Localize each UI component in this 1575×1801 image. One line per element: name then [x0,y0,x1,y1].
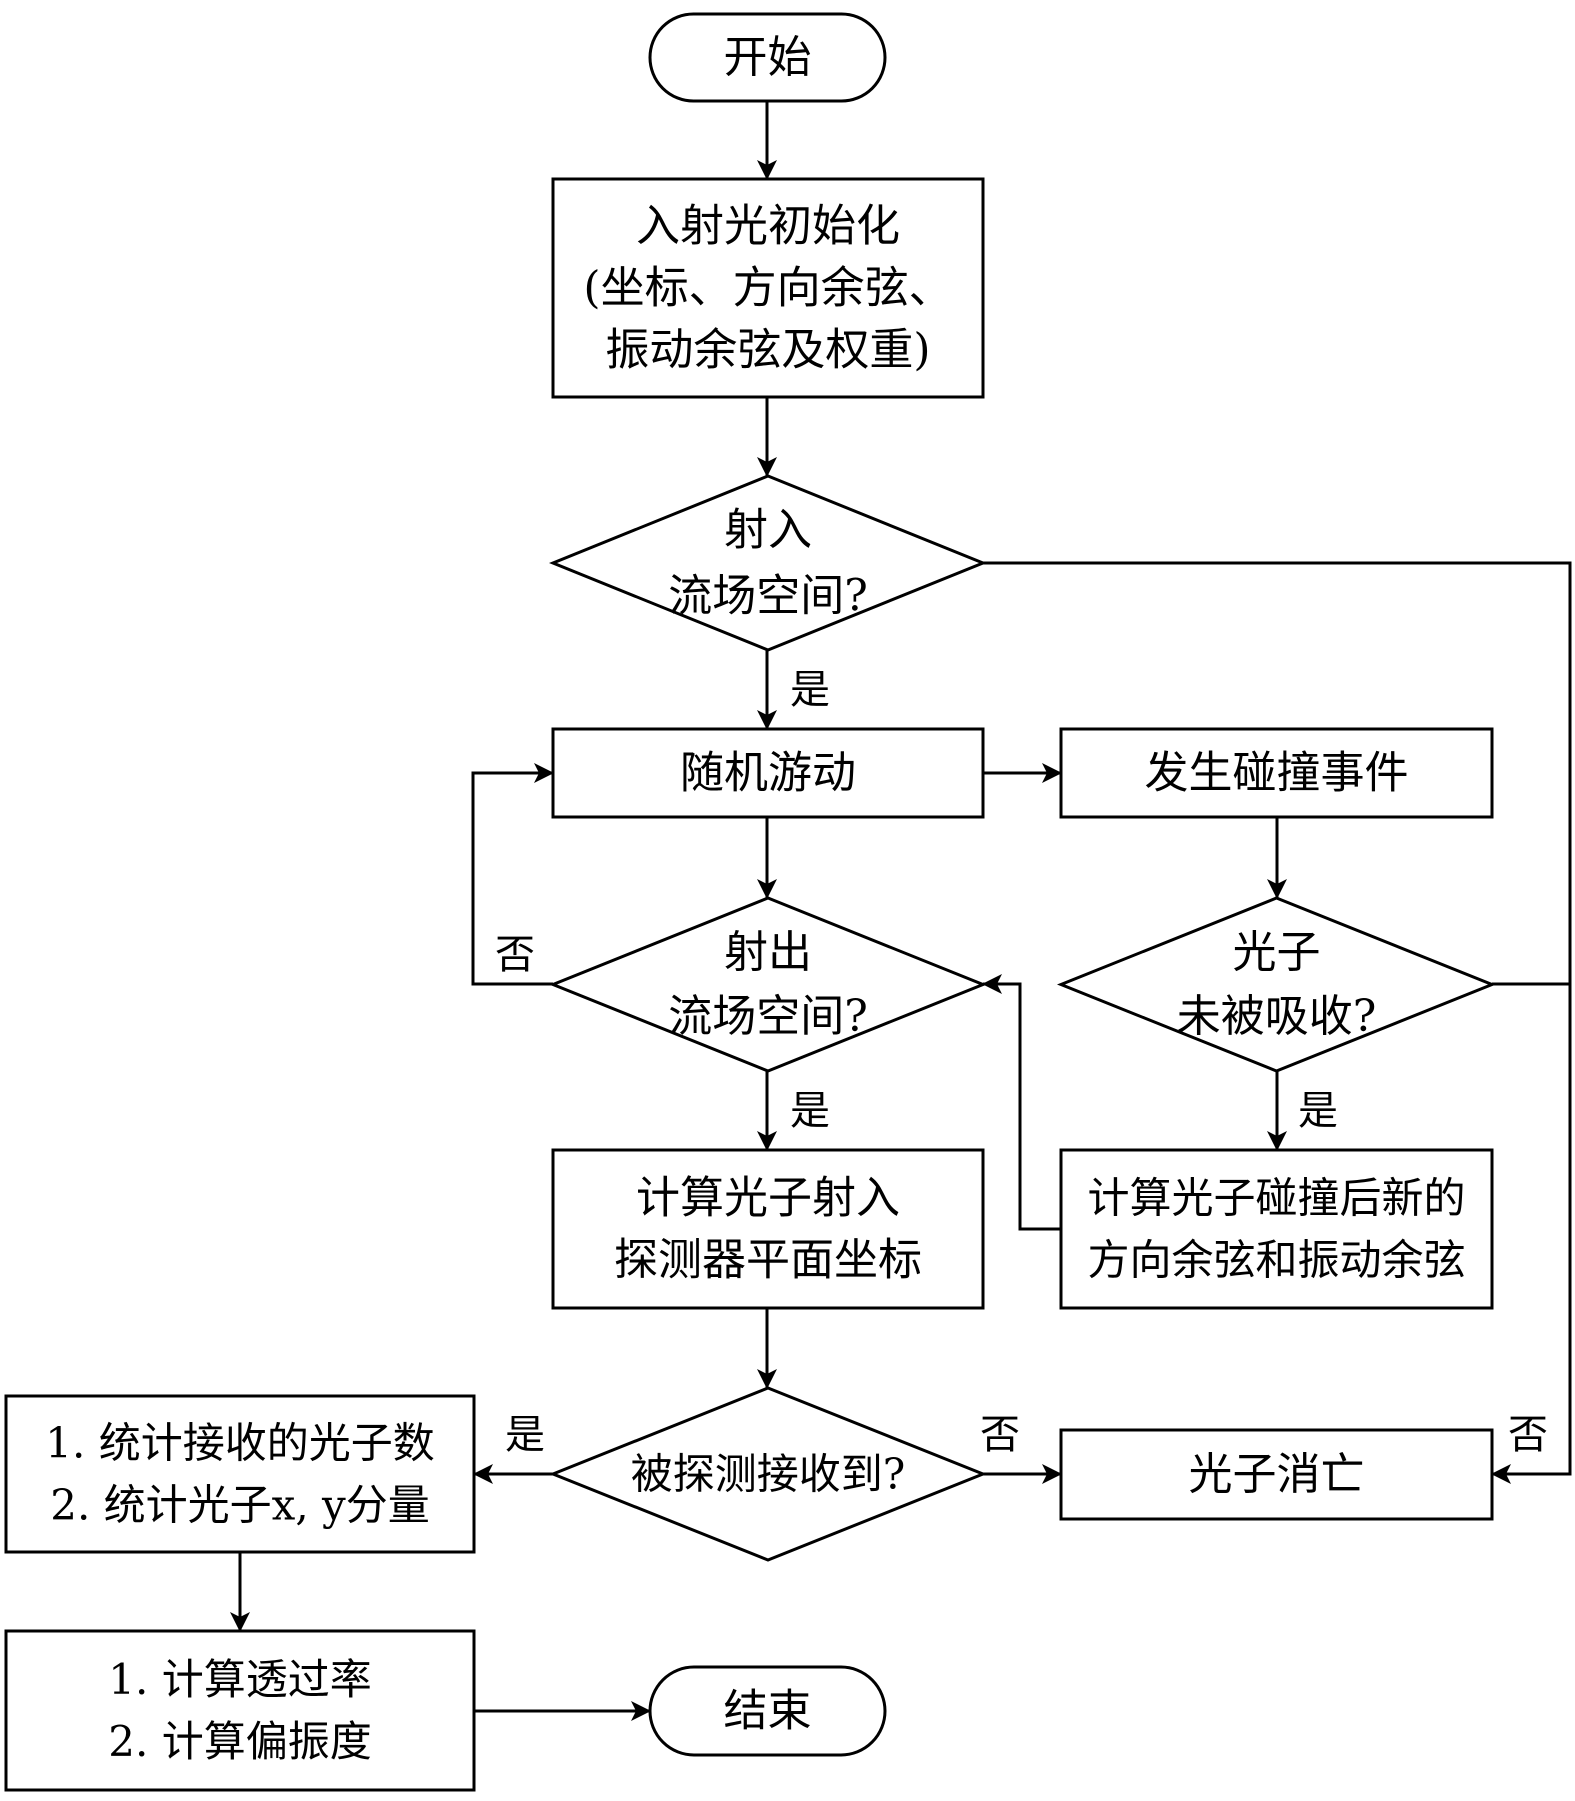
node-label: 2. 计算偏振度 [108,1717,371,1766]
terminal-shape [648,12,887,103]
node-label: 射出 [724,927,812,978]
node-label: 流场空间? [668,571,868,622]
node-label: 发生碰撞事件 [1145,748,1409,799]
process-box [1059,1428,1494,1521]
node-statistics: 1. 统计接收的光子数 2. 统计光子x, y分量 [4,1394,476,1554]
edges [230,101,1572,1721]
edge-label: 否 [495,932,535,978]
node-label: 被探测接收到? [631,1450,906,1499]
edge-label: 是 [505,1412,545,1458]
edge-new-direction-to-exit-check [982,974,1061,1231]
node-label: 1. 统计接收的光子数 [45,1419,434,1468]
node-collision: 发生碰撞事件 [1059,727,1494,819]
decision-diamond [548,1386,988,1562]
decision-diamond [548,896,988,1073]
node-label: 流场空间? [668,991,868,1042]
process-box [1059,727,1494,819]
node-label: 光子 [1233,927,1321,978]
terminal-shape [648,1665,887,1757]
decision-diamond [1056,896,1497,1073]
process-box [4,1629,476,1792]
node-label: 计算光子碰撞后新的 [1087,1174,1465,1223]
process-box [1059,1148,1494,1310]
edge-labels: 是否否是是是否 [495,667,1548,1458]
edge-label: 是 [790,667,830,713]
node-label: 射入 [724,505,812,556]
edge-label: 否 [1508,1412,1548,1458]
node-label: 振动余弦及权重) [605,325,930,376]
node-detected-check: 被探测接收到? [548,1386,988,1562]
node-start: 开始 [648,12,887,103]
edge-label: 否 [980,1412,1020,1458]
edge-label: 是 [1298,1088,1338,1134]
node-label: 未被吸收? [1177,991,1377,1042]
node-label: 光子消亡 [1189,1449,1365,1500]
node-label: 结束 [724,1686,812,1737]
node-init: 入射光初始化 (坐标、方向余弦、振动余弦及权重) [551,177,985,399]
decision-diamond [549,474,987,652]
node-label: (坐标、方向余弦、 [583,263,952,314]
node-label: 1. 计算透过率 [108,1655,371,1704]
node-label: 入射光初始化 [636,201,900,252]
node-random-walk: 随机游动 [551,727,985,819]
edge-exit-check-to-random-walk [471,763,554,986]
node-label: 开始 [724,32,812,83]
node-photon-vanish: 光子消亡 [1059,1428,1494,1521]
node-label: 2. 统计光子x, y分量 [50,1481,430,1530]
node-label: 探测器平面坐标 [614,1235,922,1286]
node-compute-results: 1. 计算透过率 2. 计算偏振度 [4,1629,476,1792]
edge-label: 是 [790,1088,830,1134]
process-box [551,177,985,399]
process-box [551,727,985,819]
node-label: 方向余弦和振动余弦 [1087,1236,1465,1285]
process-box [4,1394,476,1554]
node-label: 随机游动 [680,748,856,799]
node-label: 计算光子射入 [636,1173,900,1224]
node-end: 结束 [648,1665,887,1757]
process-box [551,1148,985,1310]
edge-enter-check-to-photon-vanish [983,561,1572,1484]
